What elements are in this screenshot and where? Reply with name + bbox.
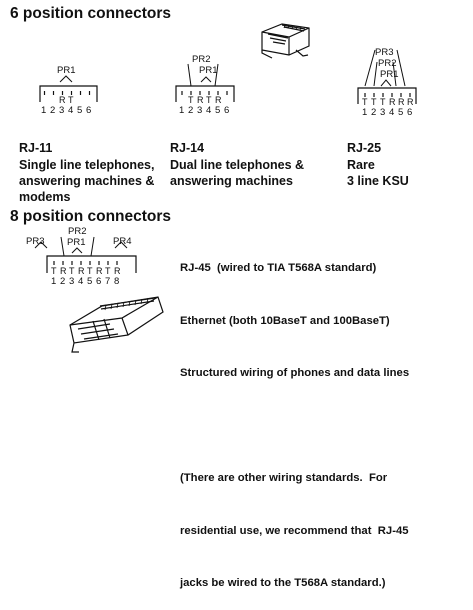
- rj45-info-line: residential use, we recommend that RJ-45: [180, 524, 409, 537]
- rj14-number: 5: [215, 105, 220, 116]
- rj25-letter: T: [371, 97, 377, 107]
- rj11-name: RJ-11: [19, 141, 53, 155]
- rj25-jack-diagram: PR3 PR2 PR1 T T T R R R 1 2 3 4 5 6: [357, 47, 417, 118]
- six-position-heading: 6 position connectors: [10, 5, 172, 22]
- rj45-info-line: jacks be wired to the T568A standard.): [180, 577, 386, 589]
- rj11-pair-caret: [59, 75, 73, 83]
- rj45-pair-label: PR3: [26, 236, 44, 247]
- rj45-letter: R: [60, 266, 67, 276]
- rj25-pair-label: PR2: [378, 58, 396, 69]
- rj14-pair-label: PR1: [199, 65, 217, 76]
- rj14-letter: T: [206, 95, 212, 105]
- rj45-number: 4: [78, 276, 83, 287]
- rj14-description-line: answering machines: [170, 174, 293, 188]
- rj45-letter: T: [87, 266, 93, 276]
- rj14-letter: R: [215, 95, 222, 105]
- rj14-number: 1: [179, 105, 184, 116]
- rj45-number: 3: [69, 276, 74, 287]
- rj45-info-line: Ethernet (both 10BaseT and 100BaseT): [180, 314, 390, 327]
- rj25-number: 6: [407, 107, 412, 118]
- rj45-letter: T: [105, 266, 111, 276]
- rj14-number: 6: [224, 105, 229, 116]
- modular-plug-illustration: [261, 23, 310, 59]
- rj45-info-line: RJ-45 (wired to TIA T568A standard): [180, 262, 377, 274]
- rj25-letter: T: [362, 97, 368, 107]
- rj25-letter: R: [398, 97, 405, 107]
- rj11-description: Single line telephones, answering machin…: [19, 157, 154, 205]
- rj25-description: Rare 3 line KSU: [347, 157, 409, 189]
- rj25-number: 5: [398, 107, 403, 118]
- rj14-letter: R: [197, 95, 204, 105]
- rj45-letter: R: [114, 266, 121, 276]
- rj14-name: RJ-14: [170, 141, 205, 155]
- rj45-number: 5: [87, 276, 92, 287]
- rj45-letter: R: [96, 266, 103, 276]
- rj11-pair-label: PR1: [57, 65, 75, 76]
- rj25-name: RJ-25: [347, 141, 382, 155]
- rj45-number: 1: [51, 276, 56, 287]
- rj25-pair-label: PR3: [375, 47, 393, 58]
- rj25-letter: R: [389, 97, 396, 107]
- rj11-number: 3: [59, 105, 64, 116]
- rj45-info-block: RJ-45 (wired to TIA T568A standard) Ethe…: [180, 225, 409, 610]
- rj14-number: 4: [206, 105, 211, 116]
- rj25-description-line: Rare: [347, 158, 375, 172]
- rj11-number: 2: [50, 105, 55, 116]
- rj11-jack-diagram: PR1 R T 1 2 3 4 5 6: [39, 65, 98, 116]
- rj45-pair-label: PR2: [68, 226, 86, 237]
- rj14-pair-label: PR2: [192, 54, 210, 65]
- rj25-letter: R: [407, 97, 414, 107]
- rj11-description-line: modems: [19, 190, 71, 204]
- rj14-letter: T: [188, 95, 194, 105]
- rj14-number: 3: [197, 105, 202, 116]
- rj45-number: 8: [114, 276, 119, 287]
- rj45-pair-label: PR4: [113, 236, 131, 247]
- rj25-number: 4: [389, 107, 394, 118]
- rj45-plug-illustration: [69, 296, 164, 353]
- rj11-number: 1: [41, 105, 46, 116]
- rj11-description-line: answering machines &: [19, 174, 155, 188]
- rj45-info-line: (There are other wiring standards. For: [180, 472, 388, 484]
- rj25-number: 2: [371, 107, 376, 118]
- rj11-number: 4: [68, 105, 73, 116]
- rj14-description: Dual line telephones & answering machine…: [170, 157, 304, 189]
- rj45-number: 2: [60, 276, 65, 287]
- rj45-letter: R: [78, 266, 85, 276]
- rj14-number: 2: [188, 105, 193, 116]
- rj45-info-line: [180, 418, 409, 436]
- rj11-number: 5: [77, 105, 82, 116]
- rj45-number: 7: [105, 276, 110, 287]
- rj25-description-line: 3 line KSU: [347, 174, 409, 188]
- rj11-letter: R: [59, 95, 66, 105]
- rj14-jack-diagram: PR2 PR1 T R T R 1 2 3 4 5 6: [175, 54, 235, 116]
- rj45-info-line: Structured wiring of phones and data lin…: [180, 367, 410, 379]
- rj25-letter: T: [380, 97, 386, 107]
- connector-diagrams: PR1 R T 1 2 3 4 5 6 PR2 PR1: [26, 23, 417, 353]
- rj25-number: 1: [362, 107, 367, 118]
- rj25-pair-label: PR1: [380, 69, 398, 80]
- rj45-letter: T: [51, 266, 57, 276]
- rj45-number: 6: [96, 276, 101, 287]
- rj11-number: 6: [86, 105, 91, 116]
- eight-position-heading: 8 position connectors: [10, 208, 172, 225]
- rj45-jack-diagram: PR3 PR2 PR1 PR4 T R T R T R T R 1 2 3 4 …: [26, 226, 137, 287]
- rj14-description-line: Dual line telephones &: [170, 158, 305, 172]
- rj11-letter: T: [68, 95, 74, 105]
- rj25-number: 3: [380, 107, 385, 118]
- rj11-description-line: Single line telephones,: [19, 158, 155, 172]
- rj45-letter: T: [69, 266, 75, 276]
- rj45-pair-label: PR1: [67, 237, 85, 248]
